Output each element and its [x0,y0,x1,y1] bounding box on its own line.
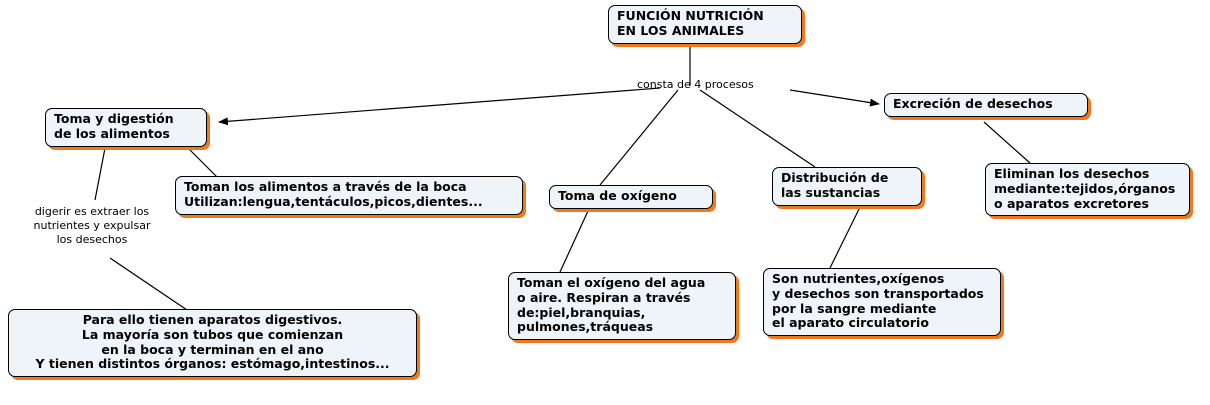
connector-hub-distribucion [699,89,816,168]
node-toma-y-digestion[interactable]: Toma y digestión de los alimentos [45,108,207,147]
node-toman-los-alimentos[interactable]: Toman los alimentos a través de la boca … [175,176,523,215]
node-toman-el-oxigeno[interactable]: Toman el oxígeno del agua o aire. Respir… [508,272,736,340]
connector-hub-excrecion [789,89,880,107]
node-son-nutrientes[interactable]: Son nutrientes,oxígenos y desechos son t… [763,268,1001,336]
connector-tomadig-tomanalimentos [187,147,219,179]
link-label-digerir-es-extraer: digerir es extraer los nutrientes y expu… [33,205,151,246]
connector-digerir-aparatos [109,257,191,313]
connector-tomaox-tomanox [559,210,589,273]
connector-excrecion-eliminan [983,121,1031,164]
node-toma-de-oxigeno[interactable]: Toma de oxígeno [549,185,713,209]
node-distribucion-de-las-sustancias[interactable]: Distribución de las sustancias [772,167,922,206]
node-excrecion-de-desechos[interactable]: Excreción de desechos [884,93,1088,117]
connector-hub-toma-oxigeno [599,89,679,186]
node-funcion-nutricion[interactable]: FUNCIÓN NUTRICIÓN EN LOS ANIMALES [608,5,802,44]
connector-distribucion-nutrientes [829,202,863,269]
link-label-consta-de-4-procesos: consta de 4 procesos [637,78,754,91]
node-eliminan-los-desechos[interactable]: Eliminan los desechos mediante:tejidos,ó… [985,163,1190,217]
connector-tomadig-digerir [94,147,106,201]
connector-hub-toma-digestion [218,87,661,126]
node-aparatos-digestivos[interactable]: Para ello tienen aparatos digestivos. La… [8,309,417,377]
